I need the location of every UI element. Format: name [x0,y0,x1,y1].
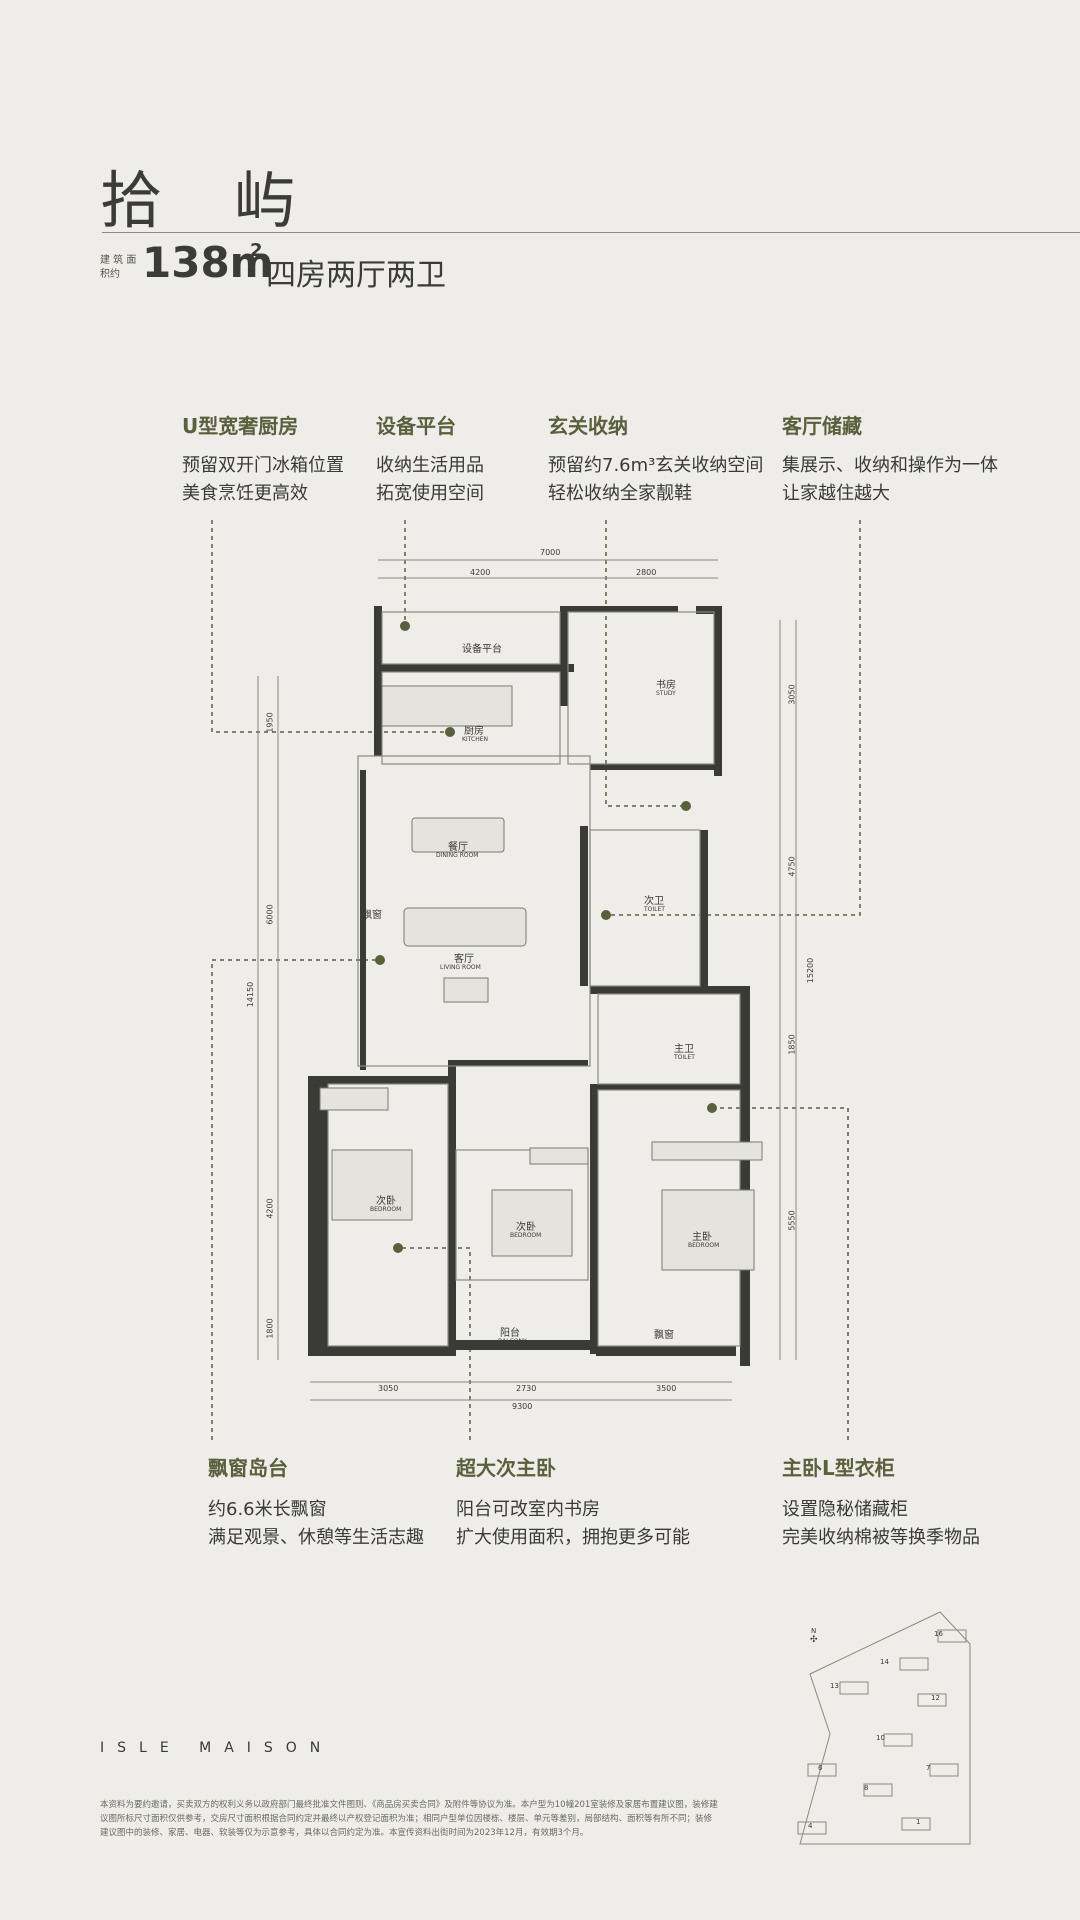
building-label: 10 [876,1734,885,1742]
building-label: 16 [934,1630,943,1638]
feature-equipment: 设备平台 收纳生活用品 拓宽使用空间 [376,410,484,505]
dim-bottom-b: 2730 [516,1384,537,1393]
dim-right-b: 4750 [787,856,797,877]
feature-line: 美食烹饪更高效 [182,483,308,504]
north-indicator-icon: ✣ [810,1635,818,1645]
room-balcony-en: BALCONY [498,1338,527,1345]
room-bedroom-left: 次卧 [376,1196,396,1207]
dim-left-d: 1800 [265,1318,275,1339]
dim-top-a: 4200 [470,568,491,577]
building-label: 1 [916,1818,921,1826]
furniture [319,685,763,1271]
room-bedroom-mid: 次卧 [516,1222,536,1233]
dim-right-c: 1850 [787,1034,797,1055]
room-master-en: BEDROOM [688,1242,720,1249]
dim-left-total: 14150 [246,981,256,1008]
room-bedroom-mid-en: BEDROOM [510,1232,542,1239]
leader-dots [375,621,717,1253]
area-label: 建 筑 面积约 [100,255,137,280]
dim-left-b: 6000 [265,904,275,925]
plan-outline [327,611,741,1347]
area-value: 138m [142,238,274,287]
dim-top-total: 7000 [540,548,561,557]
feature-line: 轻松收纳全家靓鞋 [548,483,692,504]
feature-line: 约6.6米长飘窗 [208,1499,327,1520]
title-divider [102,232,1080,233]
building-label: 14 [880,1658,889,1666]
site-plan: ✣ [797,1611,971,1845]
dim-top-b: 2800 [636,568,657,577]
room-master: 主卧 [692,1232,712,1243]
room-dining-en: DINING ROOM [436,852,479,859]
room-second-toilet-en: TOILET [644,906,665,913]
room-bay-window-2: 飘窗 [654,1330,674,1341]
area-superscript: 2 [250,240,263,261]
room-study-en: STUDY [656,690,676,697]
room-kitchen-en: KITCHEN [462,736,488,743]
feature-line: 阳台可改室内书房 [456,1499,600,1520]
leader-lines [211,520,861,1440]
feature-line: 拓宽使用空间 [376,483,484,504]
building-blocks [797,1629,967,1835]
feature-title: 主卧L型衣柜 [782,1456,895,1480]
room-equipment-platform: 设备平台 [462,644,502,655]
room-study: 书房 [656,680,676,691]
feature-living-storage: 客厅储藏 集展示、收纳和操作为一体 让家越住越大 [782,410,998,505]
feature-title: U型宽奢厨房 [182,414,299,438]
page-title: 拾 屿 [100,164,322,237]
dim-left-c: 4200 [265,1198,275,1219]
building-label: 13 [830,1682,839,1690]
feature-title: 玄关收纳 [548,414,628,438]
room-balcony: 阳台 [500,1328,520,1339]
room-bedroom-left-en: BEDROOM [370,1206,402,1213]
room-living: 客厅 [454,954,474,965]
disclaimer-text: 本资料为要约邀请，买卖双方的权利义务以政府部门最终批准文件图则、《商品房买卖合同… [100,1800,718,1838]
brand-wordmark: ISLE MAISON [100,1740,334,1756]
feature-line: 集展示、收纳和操作为一体 [782,455,998,476]
room-living-en: LIVING ROOM [440,964,481,971]
dim-left-a: 1950 [265,712,275,733]
feature-title: 飘窗岛台 [208,1456,288,1480]
feature-title: 超大次主卧 [456,1456,556,1480]
building-label: 8 [864,1784,869,1792]
feature-bay-window: 飘窗岛台 约6.6米长飘窗 满足观景、休憩等生活志趣 [208,1452,424,1549]
building-label: 4 [808,1822,813,1830]
room-master-toilet: 主卫 [674,1044,694,1055]
layout-type: 四房两厅两卫 [266,258,446,293]
feature-line: 预留双开门冰箱位置 [182,455,344,476]
room-second-toilet: 次卫 [644,896,664,907]
building-label: 7 [926,1764,931,1772]
feature-line: 预留约7.6m³玄关收纳空间 [548,455,764,476]
feature-line: 收纳生活用品 [376,455,484,476]
feature-kitchen: U型宽奢厨房 预留双开门冰箱位置 美食烹饪更高效 [182,410,344,505]
dim-right-d: 5550 [787,1210,797,1231]
north-label: N [811,1627,817,1635]
dim-bottom-total: 9300 [512,1402,533,1411]
feature-line: 完美收纳棉被等换季物品 [782,1527,980,1548]
room-dining: 餐厅 [448,842,468,853]
feature-line: 扩大使用面积，拥抱更多可能 [456,1527,690,1548]
room-master-toilet-en: TOILET [674,1054,695,1061]
room-kitchen: 厨房 [464,726,484,737]
feature-title: 客厅储藏 [782,414,862,438]
walls [308,606,750,1366]
building-label: 12 [931,1694,940,1702]
feature-line: 设置隐秘储藏柜 [782,1499,908,1520]
feature-line: 满足观景、休憩等生活志趣 [208,1527,424,1548]
building-label: 6 [818,1764,823,1772]
dim-bottom-c: 3500 [656,1384,677,1393]
dim-bottom-a: 3050 [378,1384,399,1393]
feature-second-master: 超大次主卧 阳台可改室内书房 扩大使用面积，拥抱更多可能 [456,1452,690,1549]
dimension-lines [257,559,797,1401]
feature-master-wardrobe: 主卧L型衣柜 设置隐秘储藏柜 完美收纳棉被等换季物品 [782,1452,980,1549]
feature-line: 让家越住越大 [782,483,890,504]
feature-entry-storage: 玄关收纳 预留约7.6m³玄关收纳空间 轻松收纳全家靓鞋 [548,410,763,505]
dim-right-a: 3050 [787,684,797,705]
dim-right-total: 15200 [806,957,816,984]
feature-title: 设备平台 [376,414,456,438]
room-bay-window: 飘窗 [362,910,382,921]
